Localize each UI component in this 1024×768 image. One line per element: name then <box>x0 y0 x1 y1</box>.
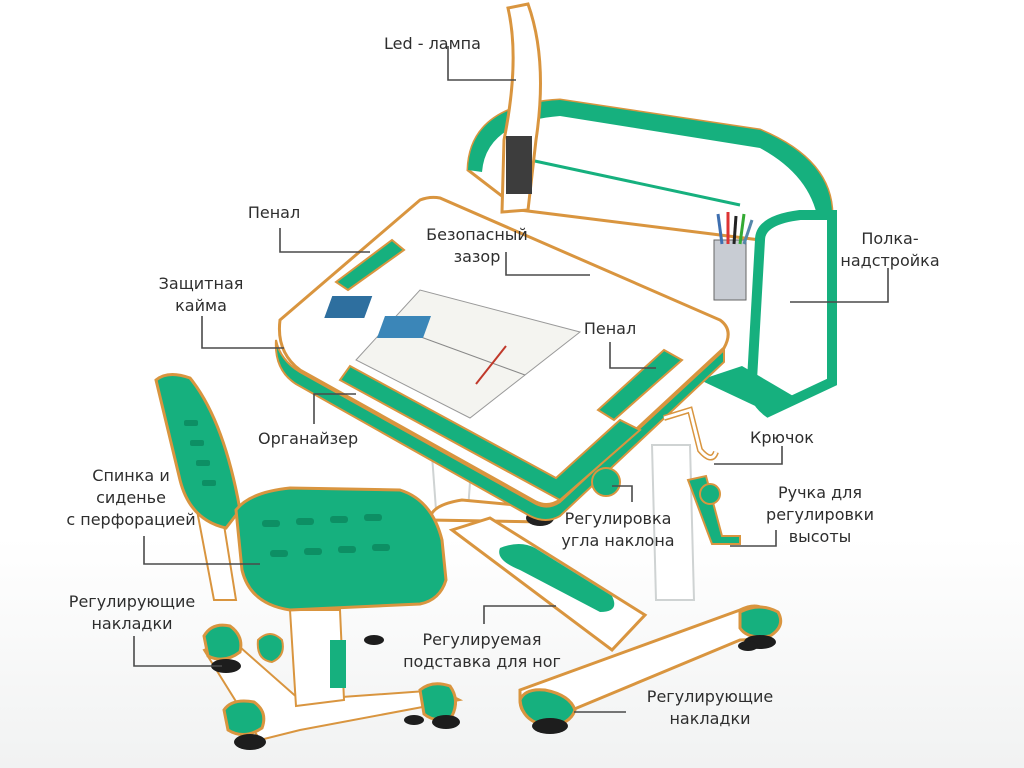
label-safe-gap-line2: зазор <box>453 247 501 266</box>
label-pencil-case-left-text: Пенал <box>247 203 301 222</box>
label-pencil-case-left: Пенал <box>238 202 310 224</box>
label-tilt-adjust-line2: угла наклона <box>561 531 675 550</box>
leader-pads-left <box>133 636 222 667</box>
label-lamp-text: Led - лампа <box>384 34 481 53</box>
label-height-handle-line1: Ручка для <box>777 483 863 502</box>
label-lamp: Led - лампа <box>384 33 481 55</box>
leader-footrest <box>483 605 556 624</box>
label-pads-right-line1: Регулирующие <box>646 687 774 706</box>
label-protective-edge-line1: Защитная <box>158 274 244 293</box>
label-pads-left: Регулирующие накладки <box>58 591 206 635</box>
leader-pencil-right <box>609 342 656 369</box>
label-backrest-seat: Спинка и сиденье с перфорацией <box>58 465 204 531</box>
label-backrest-seat-line3: с перфорацией <box>66 510 196 529</box>
label-footrest: Регулируемая подставка для ног <box>392 629 572 673</box>
footrest-pad <box>499 544 615 612</box>
label-shelf: Полка- надстройка <box>832 228 948 272</box>
pen-cup <box>713 212 754 301</box>
label-pencil-case-right-text: Пенал <box>583 319 637 338</box>
label-pads-left-line1: Регулирующие <box>68 592 196 611</box>
label-footrest-line2: подставка для ног <box>403 652 561 671</box>
leader-safe-gap <box>505 252 590 276</box>
label-footrest-line1: Регулируемая <box>422 630 542 649</box>
desk <box>274 2 837 734</box>
label-tilt-adjust-line1: Регулировка <box>564 509 672 528</box>
label-protective-edge: Защитная кайма <box>148 273 254 317</box>
shelf-inner-stripe <box>529 158 741 207</box>
height-handle-knob <box>699 483 721 505</box>
hook-inner <box>663 408 718 459</box>
seat-perforations <box>262 514 390 557</box>
chair-foot-cap-2 <box>211 659 241 673</box>
chair-foot-right <box>418 682 457 721</box>
label-height-handle-line3: высоты <box>788 527 852 546</box>
tilt-knob <box>591 467 621 497</box>
label-organizer-text: Органайзер <box>258 429 359 448</box>
leader-tilt <box>612 485 633 502</box>
open-book <box>324 289 582 419</box>
pencil-case-left <box>334 238 406 292</box>
label-protective-edge-line2: кайма <box>175 296 227 315</box>
chair-foot-cap-4 <box>404 715 424 725</box>
chair <box>154 373 464 750</box>
pencil-case-right <box>596 348 684 422</box>
chair-column-green <box>330 640 346 688</box>
chair-foot-cap-1 <box>234 734 266 750</box>
chair-foot-cap-3 <box>432 715 460 729</box>
leader-lines <box>133 46 889 713</box>
leader-shelf <box>790 268 889 303</box>
shelf-bottom <box>700 366 800 412</box>
backrest-perforations <box>184 420 216 486</box>
label-tilt-adjust: Регулировка угла наклона <box>552 508 684 552</box>
label-height-handle-line2: регулировки <box>766 505 874 524</box>
label-pads-right: Регулирующие накладки <box>636 686 784 730</box>
chair-backrest <box>154 373 242 530</box>
leader-pencil-left <box>279 228 370 253</box>
shelf-green-rim <box>468 100 832 220</box>
label-backrest-seat-line2: сиденье <box>96 488 166 507</box>
label-hook: Крючок <box>750 427 814 449</box>
label-pads-right-line2: накладки <box>669 709 751 728</box>
label-safe-gap-line1: Безопасный <box>426 225 528 244</box>
label-shelf-line2: надстройка <box>840 251 940 270</box>
label-pencil-case-right: Пенал <box>572 318 648 340</box>
chair-foot-cap-5 <box>364 635 384 645</box>
desk-right-foot-cap <box>532 718 568 734</box>
desk-right-foot-mid <box>738 641 758 651</box>
leader-backrest-seat <box>143 536 260 565</box>
leader-protective-edge <box>201 316 284 349</box>
label-organizer: Органайзер <box>258 428 358 450</box>
leader-organizer <box>313 393 356 424</box>
chair-foot-back-left <box>202 623 243 661</box>
label-height-handle: Ручка для регулировки высоты <box>758 482 882 548</box>
label-hook-text: Крючок <box>750 428 814 447</box>
label-backrest-seat-line1: Спинка и <box>92 466 170 485</box>
organizer-tray <box>338 364 642 502</box>
leader-lamp <box>447 46 516 81</box>
desktop-green-edge <box>274 339 725 521</box>
chair-foot-front-left <box>222 699 266 736</box>
leader-hook <box>714 446 783 465</box>
label-shelf-line1: Полка- <box>861 229 919 248</box>
label-pads-left-line2: накладки <box>91 614 173 633</box>
label-safe-gap: Безопасный зазор <box>412 224 542 268</box>
lamp-panel <box>506 136 532 194</box>
chair-knob <box>256 633 284 664</box>
desk-right-leg <box>650 444 696 601</box>
desk-right-foot-green-back <box>738 605 783 639</box>
leader-height-handle <box>730 530 777 547</box>
